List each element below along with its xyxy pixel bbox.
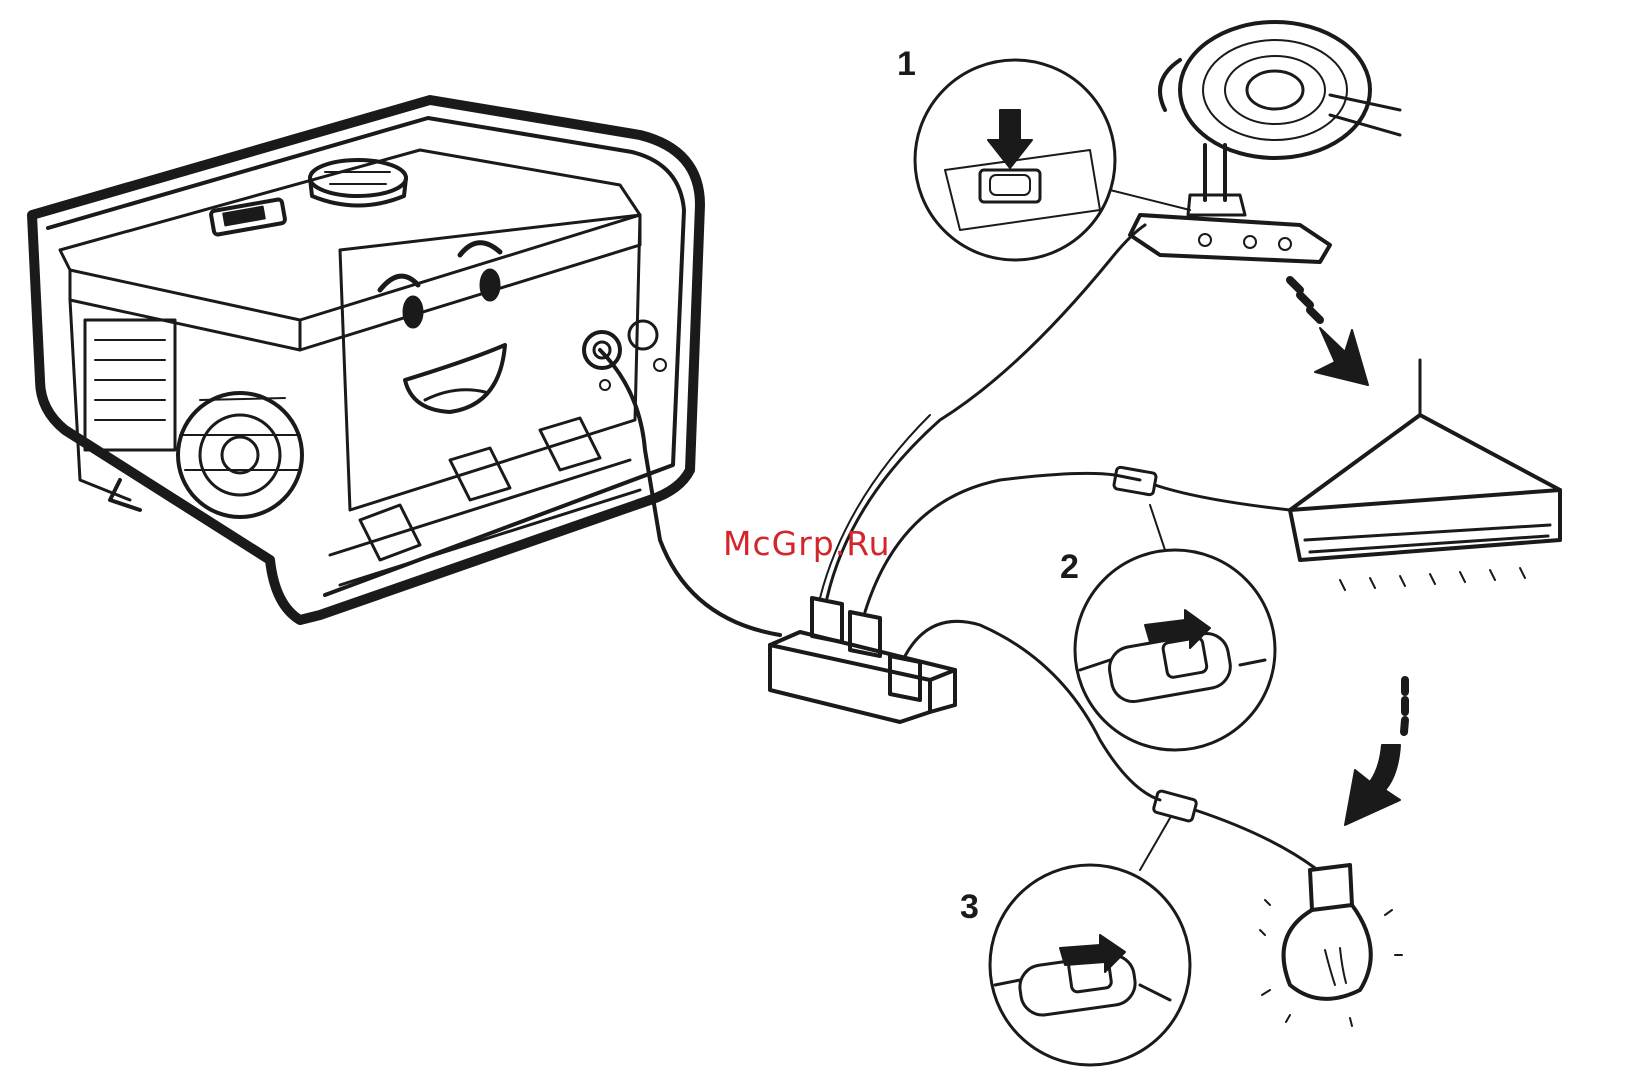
step-label-3: 3 xyxy=(960,888,979,927)
fluorescent-lamp xyxy=(1113,360,1560,590)
light-bulb xyxy=(1153,790,1402,1026)
step-label-1: 1 xyxy=(897,45,916,84)
inset-slide-switch-3 xyxy=(990,818,1190,1065)
inset-slide-switch-2 xyxy=(1075,505,1275,750)
generator-illustration xyxy=(32,100,780,635)
step-label-2: 2 xyxy=(1060,548,1079,587)
inset-push-button xyxy=(915,60,1190,260)
power-strip xyxy=(770,225,1160,800)
desk-fan xyxy=(1130,22,1400,262)
watermark: McGrp.Ru xyxy=(723,524,891,563)
